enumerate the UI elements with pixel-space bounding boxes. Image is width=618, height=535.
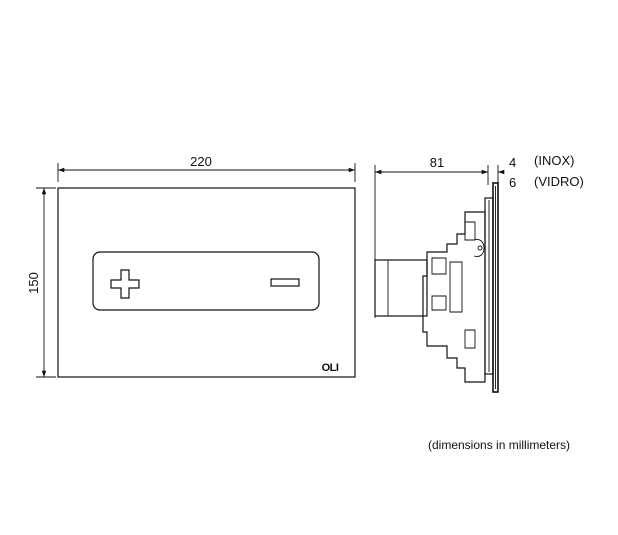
mechanism-profile bbox=[374, 182, 499, 393]
flush-button-panel bbox=[92, 251, 320, 311]
depth-label: 81 bbox=[430, 155, 444, 170]
plate-thickness-dimension: 4 6 (INOX) (VIDRO) bbox=[482, 153, 584, 190]
width-dimension: 220 bbox=[57, 154, 356, 182]
minus-icon: − bbox=[0, 0, 300, 287]
width-label: 220 bbox=[190, 154, 212, 169]
height-label: 150 bbox=[26, 272, 41, 294]
oli-logo: OLI bbox=[322, 362, 339, 374]
front-view: 220 150 + − OLI bbox=[0, 0, 356, 378]
material-inox-label: (INOX) bbox=[534, 153, 574, 168]
thickness-inox-label: 4 bbox=[509, 155, 516, 170]
depth-dimension: 81 bbox=[374, 155, 489, 318]
side-view: 81 4 6 (INOX) (VIDRO) bbox=[374, 153, 584, 393]
front-plate-outline bbox=[57, 187, 356, 378]
thickness-vidro-label: 6 bbox=[509, 175, 516, 190]
height-dimension: 150 bbox=[26, 187, 56, 378]
minus-symbol: − bbox=[0, 0, 1, 1]
material-vidro-label: (VIDRO) bbox=[534, 174, 584, 189]
units-note: (dimensions in millimeters) bbox=[428, 438, 571, 452]
plus-icon: + bbox=[110, 269, 140, 299]
